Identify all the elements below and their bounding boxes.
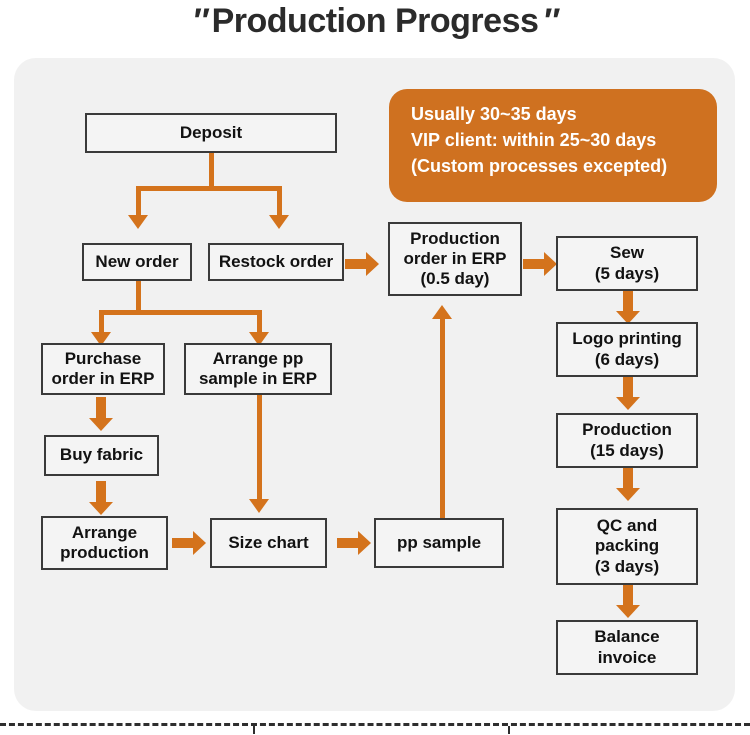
connector-new-order-down [136,281,141,312]
node-new-order[interactable]: New order [82,243,192,281]
arrowhead-new-order [128,215,148,229]
node-qc-and-packing[interactable]: QC and packing (3 days) [556,508,698,585]
connector-to-new-order [136,186,141,217]
node-sew[interactable]: Sew (5 days) [556,236,698,291]
node-pp-sample[interactable]: pp sample [374,518,504,568]
node-qc-and-packing-line-2: packing [594,536,660,556]
node-arrange-production[interactable]: Arrange production [41,516,168,570]
connector-to-purchase-order [99,310,104,334]
node-production-order-erp-line-1: Production [410,228,500,248]
node-purchase-order-line-2: order in ERP [51,369,155,388]
title-text: Production Progress [211,2,539,40]
node-production[interactable]: Production (15 days) [556,413,698,468]
node-sew-line-2: (5 days) [594,263,660,283]
node-production-line-1: Production [582,420,672,440]
divider-tick-right [508,726,510,734]
connector-new-order-split [99,310,262,315]
connector-to-restock-order [277,186,282,217]
node-size-chart-label: Size chart [228,532,309,552]
connector-deposit-down [209,152,214,188]
page-title: ″Production Progress″ [0,2,750,41]
node-restock-order[interactable]: Restock order [208,243,344,281]
arrowhead-arrange-pp [249,332,269,346]
node-buy-fabric[interactable]: Buy fabric [44,435,159,476]
node-qc-and-packing-line-1: QC and [596,516,658,536]
connector-arrange-pp-down [257,393,262,501]
arrow-arrange-production-to-size-chart [172,531,206,555]
node-pp-sample-label: pp sample [396,532,482,552]
node-purchase-order-line-1: Purchase [64,348,142,368]
arrow-purchase-order-to-buy-fabric [89,397,113,431]
arrow-size-chart-to-pp-sample [337,531,371,555]
node-purchase-order[interactable]: Purchase order in ERP [41,343,165,395]
arrowhead-size-chart-top [249,499,269,513]
node-sew-line-1: Sew [609,243,645,263]
connector-deposit-split [136,186,282,191]
connector-to-arrange-pp [257,310,262,334]
arrow-logo-printing-to-production [616,377,640,410]
arrow-production-to-qc-packing [616,468,640,501]
node-buy-fabric-label: Buy fabric [59,445,144,465]
node-arrange-pp-sample-line-1: Arrange pp [212,348,304,368]
node-new-order-label: New order [95,251,179,271]
node-balance-invoice-line-2: invoice [597,647,657,667]
node-size-chart[interactable]: Size chart [210,518,327,568]
node-restock-order-label: Restock order [218,251,334,271]
connector-pp-sample-up [440,318,445,518]
node-logo-printing-line-1: Logo printing [572,329,682,349]
node-arrange-pp-sample-line-2: sample in ERP [198,369,318,388]
node-balance-invoice-line-1: Balance [594,627,660,647]
arrow-production-order-to-sew [523,252,557,276]
node-qc-and-packing-line-3: (3 days) [594,556,660,576]
node-production-order-erp-line-2: order in ERP [403,248,507,268]
node-balance-invoice[interactable]: Balance invoice [556,620,698,675]
node-production-line-2: (15 days) [590,440,664,460]
arrow-restock-to-production-order [345,252,379,276]
banner-line-2: VIP client: within 25~30 days [411,130,657,151]
node-deposit-label: Deposit [179,122,243,142]
banner-line-3: (Custom processes excepted) [411,156,668,177]
arrow-qc-packing-to-balance-invoice [616,585,640,618]
node-deposit[interactable]: Deposit [85,113,337,153]
arrow-buy-fabric-to-arrange-production [89,481,113,515]
node-arrange-pp-sample[interactable]: Arrange pp sample in ERP [184,343,332,395]
bottom-divider [0,723,750,726]
node-production-order-erp[interactable]: Production order in ERP (0.5 day) [388,222,522,296]
lead-time-banner: Usually 30~35 days VIP client: within 25… [389,89,717,202]
node-arrange-production-line-1: Arrange [71,522,138,542]
arrowhead-production-order-bottom [432,305,452,319]
arrow-sew-to-logo-printing [616,291,640,324]
title-quote-close: ″ [542,2,559,40]
title-quote-open: ″ [191,2,208,40]
banner-line-1: Usually 30~35 days [411,104,577,124]
node-logo-printing[interactable]: Logo printing (6 days) [556,322,698,377]
node-logo-printing-line-2: (6 days) [594,349,660,369]
node-arrange-production-line-2: production [60,543,149,562]
node-production-order-erp-line-3: (0.5 day) [420,269,490,289]
arrowhead-purchase-order [91,332,111,346]
divider-tick-left [253,726,255,734]
arrowhead-restock-order [269,215,289,229]
